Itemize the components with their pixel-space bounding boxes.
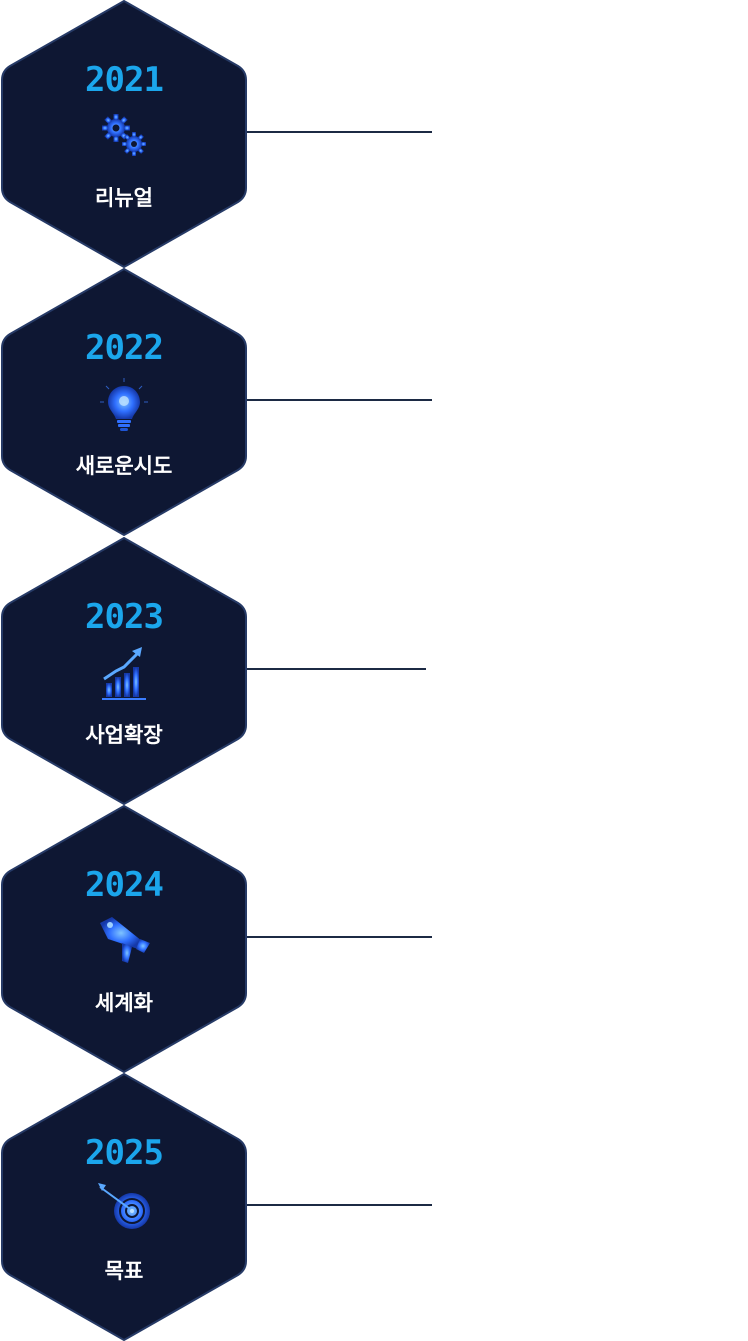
stage-year: 2021 xyxy=(85,60,164,100)
target-icon xyxy=(98,1183,150,1229)
connector-line xyxy=(246,131,432,133)
connector-line xyxy=(246,1204,432,1206)
connector-line xyxy=(246,668,426,670)
stage-year: 2023 xyxy=(85,597,164,637)
timeline-stage-2022: 2022 새로운시도 xyxy=(0,268,748,536)
timeline-stage-2021: 2021 xyxy=(0,0,748,268)
stage-label: 새로운시도 xyxy=(75,454,173,478)
connector-line xyxy=(246,936,432,938)
stage-hexagon: 2022 새로운시도 xyxy=(0,268,248,536)
stage-hexagon: 2021 xyxy=(0,0,248,268)
timeline-stage-2024: 2024 세계화 xyxy=(0,805,748,1073)
stage-label: 사업확장 xyxy=(85,723,163,747)
stage-hexagon: 2024 세계화 xyxy=(0,805,248,1073)
stage-year: 2025 xyxy=(85,1133,164,1173)
gears-icon xyxy=(102,114,146,156)
stage-year: 2024 xyxy=(85,865,164,905)
stage-hexagon: 2025 목표 xyxy=(0,1073,248,1341)
timeline-stage-2025: 2025 목표 xyxy=(0,1073,748,1341)
stage-year: 2022 xyxy=(85,328,164,368)
stage-label: 목표 xyxy=(104,1259,144,1283)
timeline-stage-2023: 2023 사업확장 xyxy=(0,537,748,805)
megaphone-icon xyxy=(100,917,150,963)
stage-label: 리뉴얼 xyxy=(95,186,153,210)
stage-label: 세계화 xyxy=(95,991,153,1015)
lightbulb-icon xyxy=(100,378,148,431)
connector-line xyxy=(246,399,432,401)
growth-chart-icon xyxy=(102,647,146,700)
stage-hexagon: 2023 사업확장 xyxy=(0,537,248,805)
